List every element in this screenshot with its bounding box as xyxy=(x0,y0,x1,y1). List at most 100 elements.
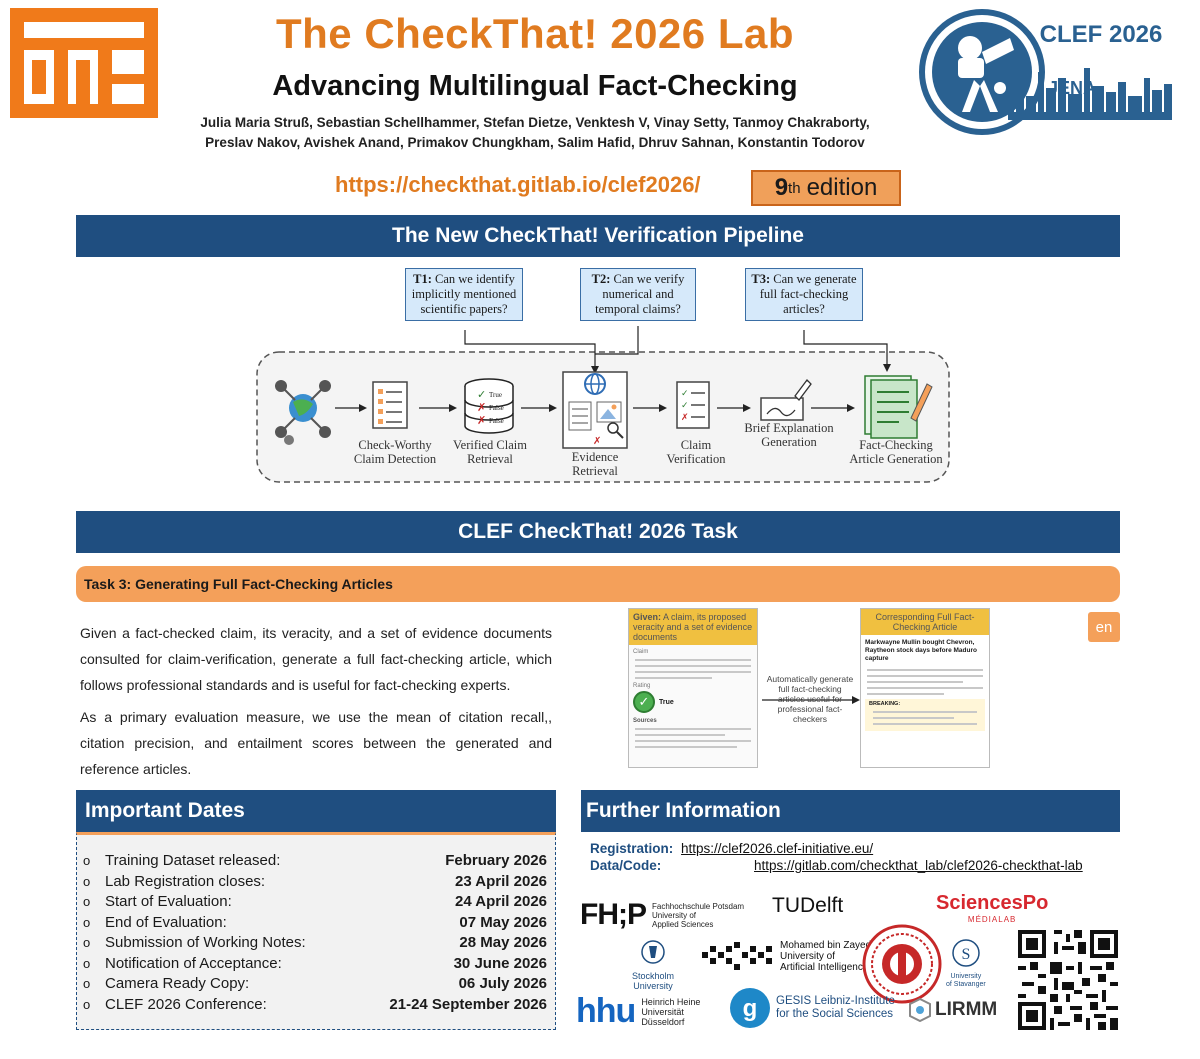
date-value: 30 June 2026 xyxy=(453,954,547,972)
registration-line: Registration: https://clef2026.clef-init… xyxy=(590,840,873,857)
checklist-document-icon xyxy=(372,381,408,429)
question-text-t2: Can we verify numerical and temporal cla… xyxy=(595,272,685,316)
gesis-g-icon: g xyxy=(730,988,770,1028)
task-section-heading: CLEF CheckThat! 2026 Task xyxy=(76,511,1120,553)
task-example-figure: Given: A claim, its proposed veracity an… xyxy=(628,608,990,768)
edition-word: edition xyxy=(806,174,878,201)
stockholm-university-logo: Stockholm University xyxy=(632,938,674,991)
svg-text:✓: ✓ xyxy=(681,401,689,411)
stavanger-emblem-icon: S xyxy=(952,939,980,967)
date-label: Lab Registration closes: xyxy=(105,872,266,890)
hhu-name-2: Universität xyxy=(641,1006,684,1017)
checkthat-logo xyxy=(10,8,158,118)
date-value: 07 May 2026 xyxy=(459,913,547,931)
fhp-name-2: University of xyxy=(652,910,697,920)
qr-code-icon[interactable] xyxy=(1018,930,1118,1030)
data-code-link[interactable]: https://gitlab.com/checkthat_lab/clef202… xyxy=(754,858,1083,873)
article-headline: Markwayne Mullin bought Chevron, Raytheo… xyxy=(865,639,977,662)
gesis-name-2: for the Social Sciences xyxy=(776,1008,893,1020)
svg-text:✗: ✗ xyxy=(477,414,486,427)
sources-head: Sources xyxy=(633,718,657,724)
fhp-name-3: Applied Sciences xyxy=(652,919,714,929)
stage-label-check-worthy: Check-Worthy Claim Detection xyxy=(353,438,437,466)
rating-row: ✓ True xyxy=(629,689,757,715)
task-description: Given a fact-checked claim, its veracity… xyxy=(80,620,552,788)
evidence-document-icon: ✗ xyxy=(562,371,628,449)
lab-url-link[interactable]: https://checkthat.gitlab.io/clef2026/ xyxy=(335,172,701,197)
data-code-label: Data/Code: xyxy=(590,858,662,873)
svg-text:✗: ✗ xyxy=(477,401,486,414)
date-label: CLEF 2026 Conference: xyxy=(105,995,267,1013)
registration-link[interactable]: https://clef2026.clef-initiative.eu/ xyxy=(681,841,874,856)
svg-text:✗: ✗ xyxy=(593,436,601,447)
registration-label: Registration: xyxy=(590,841,674,856)
question-id-t2: T2: xyxy=(591,272,611,286)
breaking-box: BREAKING: xyxy=(865,699,985,731)
flow-arrow-icon xyxy=(762,696,860,704)
stage-label-explanation: Brief Explanation Generation xyxy=(744,421,834,449)
date-value: 28 May 2026 xyxy=(459,934,547,951)
info-heading: Further Information xyxy=(581,790,1120,832)
data-code-line: Data/Code: https://gitlab.com/checkthat_… xyxy=(590,857,1110,874)
edition-number: 9 xyxy=(774,174,789,201)
date-value: 21-24 September 2026 xyxy=(389,995,547,1013)
gesis-name-1: GESIS Leibniz-Institute xyxy=(776,995,895,1007)
mbzuai-name-1: Mohamed bin Zayed xyxy=(780,940,872,951)
date-label: End of Evaluation: xyxy=(105,913,227,931)
mbzuai-name-2: University of xyxy=(780,951,836,962)
question-id-t3: T3: xyxy=(751,272,771,286)
page-subtitle: Advancing Multilingual Fact-Checking xyxy=(272,70,798,102)
db-label-false-1: False xyxy=(489,404,504,412)
date-label: Submission of Working Notes: xyxy=(105,934,306,951)
stavanger-name-2: of Stavanger xyxy=(946,981,986,988)
stockholm-name-2: University xyxy=(633,981,673,991)
dates-heading: Important Dates xyxy=(76,790,556,832)
lirmm-name: LIRMM xyxy=(935,999,998,1020)
task-paragraph-1: Given a fact-checked claim, its veracity… xyxy=(80,625,552,693)
stage-label-article: Fact-Checking Article Generation xyxy=(849,438,943,466)
input-card-title: Given: A claim, its proposed veracity an… xyxy=(629,609,757,645)
clef-logo-city: JENA xyxy=(1048,78,1096,98)
author-list: Julia Maria Struß, Sebastian Schellhamme… xyxy=(160,113,910,153)
fh-potsdam-logo: FH;P Fachhochschule Potsdam University o… xyxy=(580,898,744,932)
task-title-bar: Task 3: Generating Full Fact-Checking Ar… xyxy=(76,566,1120,602)
language-badge: en xyxy=(1088,612,1120,642)
mbzuai-name-3: Artificial Intelligence xyxy=(780,962,869,973)
authors-line-2: Preslav Nakov, Avishek Anand, Primakov C… xyxy=(205,135,865,150)
stage-label-verified-claim: Verified Claim Retrieval xyxy=(453,438,527,466)
stage-label-evidence: Evidence Retrieval xyxy=(571,450,619,478)
verification-pipeline: T1: Can we identify implicitly mentioned… xyxy=(255,268,955,488)
db-label-false-2: False xyxy=(489,417,504,425)
date-label: Training Dataset released: xyxy=(105,852,281,869)
gesis-logo: g GESIS Leibniz-Institute for the Social… xyxy=(728,986,895,1030)
date-label: Start of Evaluation: xyxy=(105,893,232,910)
hhu-logo: hhu Heinrich Heine Universität Düsseldor… xyxy=(576,992,700,1031)
breaking-label: BREAKING: xyxy=(869,701,901,707)
sciencespo-name: SciencesPo xyxy=(936,892,1049,914)
rating-check-icon: ✓ xyxy=(633,691,655,713)
hhu-abbr: hhu xyxy=(576,992,636,1030)
date-value: 24 April 2026 xyxy=(455,893,547,910)
iit-delhi-emblem xyxy=(862,924,942,1004)
date-value: February 2026 xyxy=(445,852,547,869)
output-card-title: Corresponding Full Fact-Checking Article xyxy=(861,609,989,635)
mbzuai-logo: Mohamed bin Zayed University of Artifici… xyxy=(702,940,871,973)
database-icon: ✓ True ✗ False ✗ False xyxy=(464,378,514,434)
pipeline-diagram: ✓ True ✗ False ✗ False ✗ xyxy=(256,326,950,483)
question-text-t1: Can we identify implicitly mentioned sci… xyxy=(411,272,517,316)
stockholm-name-1: Stockholm xyxy=(632,971,675,981)
lirmm-logo: LIRMM xyxy=(908,998,997,1022)
hhu-name-1: Heinrich Heine xyxy=(641,996,701,1007)
given-text: A claim, its proposed veracity and a set… xyxy=(633,612,753,642)
svg-text:S: S xyxy=(961,946,970,963)
svg-text:✗: ✗ xyxy=(681,413,689,423)
stockholm-crest-icon xyxy=(641,940,665,964)
question-text-t3: Can we generate full fact-checking artic… xyxy=(759,272,857,316)
